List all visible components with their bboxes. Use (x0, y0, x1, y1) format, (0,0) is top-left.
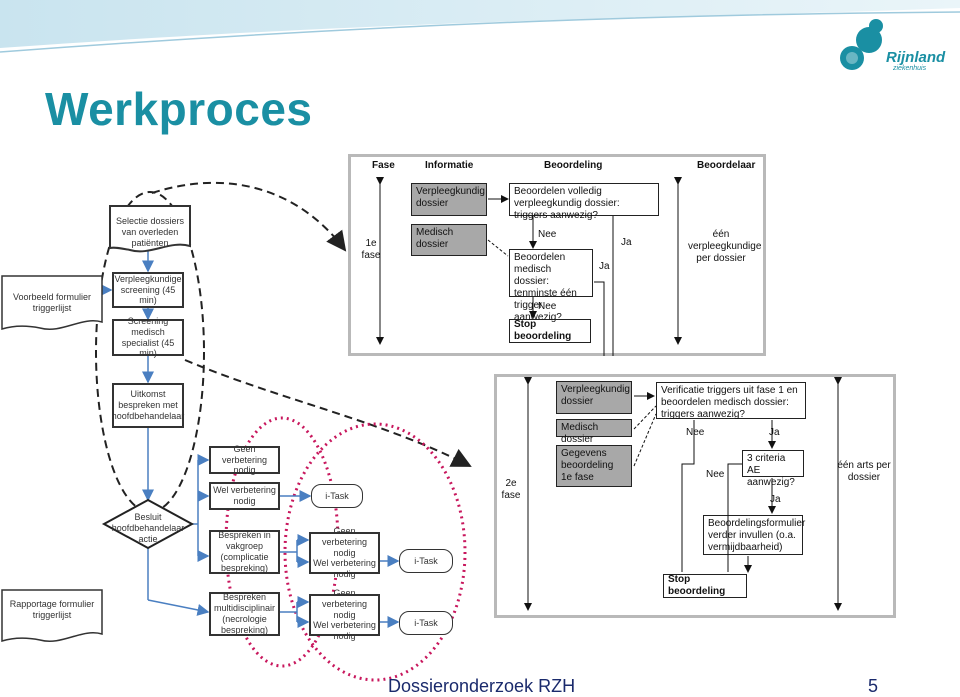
rapportage-formulier-node: Rapportage formulier triggerlijst (9, 599, 95, 620)
screening-medisch-node: Screening medisch specialist (45 min) (112, 316, 184, 358)
verbetering-pair-multi: Geen verbetering nodig Wel verbetering n… (309, 588, 380, 641)
rijnland-logo-icon (840, 19, 883, 70)
geen-verbetering-multi: Geen verbetering nodig (321, 588, 368, 620)
bespreken-multidisciplinair-node: Bespreken multidisciplinair (necrologie … (209, 592, 280, 636)
phase2-nee-1: Nee (686, 427, 705, 438)
phase1-nee-1: Nee (538, 229, 557, 240)
itask-node-3: i-Task (399, 611, 453, 635)
phase2-stop-beoordeling: Stop beoordeling (663, 574, 747, 598)
phase1-nee-2: Nee (538, 301, 557, 312)
phase2-verificatie: Verificatie triggers uit fase 1 en beoor… (656, 382, 806, 420)
wel-verbetering-node: Wel verbetering nodig (209, 482, 280, 510)
phase2-nee-2: Nee (706, 469, 725, 480)
phase2-verpleegkundig-dossier: Verpleegkundig dossier (556, 381, 632, 414)
verbetering-pair-vakgroep: Geen verbetering nodig Wel verbetering n… (309, 526, 380, 579)
voorbeeld-formulier-node: Voorbeeld formulier triggerlijst (12, 292, 92, 313)
phase1-verpleegkundig-dossier: Verpleegkundig dossier (411, 183, 487, 216)
page-title: Werkproces (45, 83, 313, 135)
selectie-dossiers-node: Selectie dossiers van overleden patiënte… (115, 216, 185, 248)
bespreken-vakgroep-node: Bespreken in vakgroep (complicatie bespr… (209, 530, 280, 574)
footer-text: Dossieronderzoek RZH (388, 676, 576, 696)
logo-subtitle: ziekenhuis (893, 65, 927, 72)
besluit-hoofdbehandelaar-node: Besluit hoofdbehandelaar actie (111, 512, 185, 544)
phase2-ja-2: Ja (770, 494, 781, 505)
phase1-stop-beoordeling: Stop beoordeling (509, 319, 591, 343)
phase2-connectors (524, 377, 842, 611)
verpleegkundige-screening-node: Verpleegkundige screening (45 min) (112, 272, 184, 308)
phase1-beoordelen-medisch: Beoordelen medisch dossier: tenminste éé… (509, 249, 593, 323)
phase2-fase-label: 2e fase (501, 478, 521, 501)
phase2-gegevens: Gegevens beoordeling 1e fase (556, 445, 632, 487)
phase1-medisch-dossier: Medisch dossier (411, 224, 487, 256)
phase2-beoordelaar: één arts per dossier (837, 460, 891, 483)
phase1-header-fase: Fase (372, 160, 395, 171)
top-band-decoration (0, 0, 960, 53)
geen-verbetering-node: Geen verbetering nodig (209, 444, 280, 475)
phase2-medisch-dossier: Medisch dossier (556, 419, 632, 445)
phase1-ja-1: Ja (621, 237, 632, 248)
phase1-header-beoordelaar: Beoordelaar (697, 160, 756, 171)
wel-verbetering-vakgroep: Wel verbetering nodig (313, 558, 376, 580)
phase1-header-informatie: Informatie (425, 160, 474, 171)
phase1-fase-label: 1e fase (361, 238, 381, 261)
phase1-beoordelen-volledig: Beoordelen volledig verpleegkundig dossi… (509, 183, 659, 221)
phase2-formulier: Beoordelingsformulier verder invullen (o… (703, 515, 805, 555)
phase1-beoordelaar: één verpleegkundige per dossier (688, 229, 762, 264)
geen-verbetering-vakgroep: Geen verbetering nodig (321, 526, 368, 558)
phase2-ja-1: Ja (769, 427, 780, 438)
phase1-header-beoordeling: Beoordeling (544, 160, 603, 171)
uitkomst-bespreken-node: Uitkomst bespreken met hoofdbehandelaar (112, 383, 184, 428)
itask-node-1: i-Task (311, 484, 363, 508)
phase1-connectors (376, 177, 682, 356)
wel-verbetering-multi: Wel verbetering nodig (313, 620, 376, 642)
phase2-criteria: 3 criteria AE aanwezig? (742, 450, 804, 488)
itask-node-2: i-Task (399, 549, 453, 573)
page-number: 5 (868, 676, 879, 696)
logo-name: Rijnland (886, 49, 946, 66)
phase1-ja-2: Ja (599, 261, 610, 272)
phase2-diagram (494, 374, 896, 618)
